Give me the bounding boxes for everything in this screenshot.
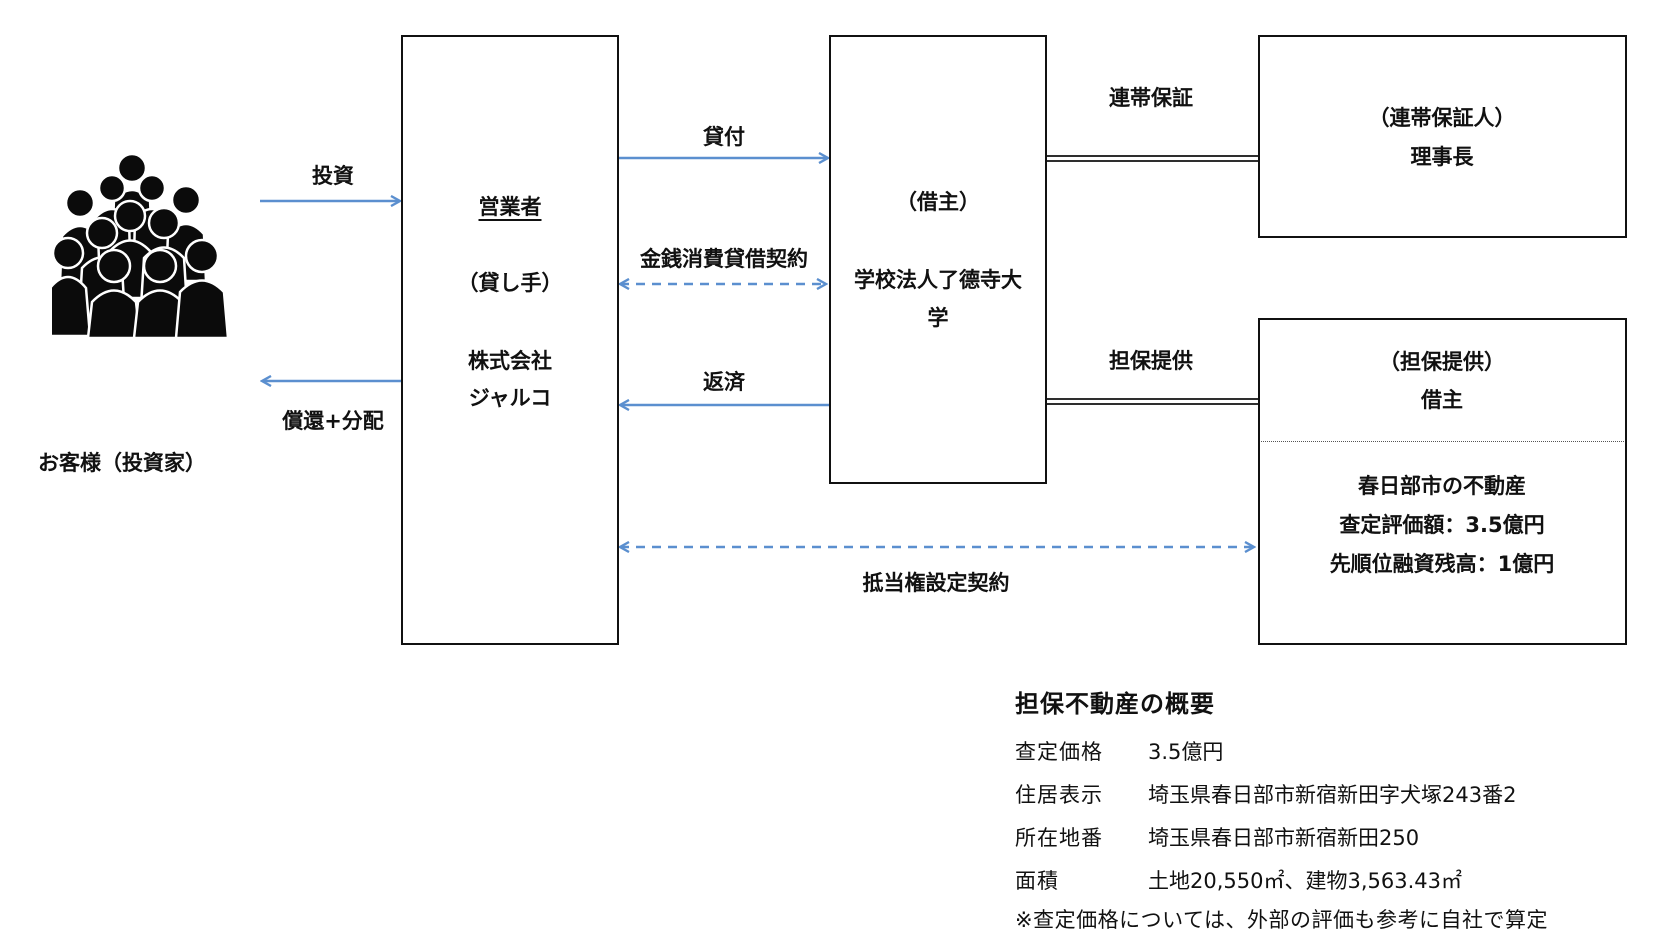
summary-row: 所在地番 埼玉県春日部市新宿新田250	[1015, 815, 1548, 858]
repayment-label: 返済	[703, 370, 745, 394]
appraisal-label: 查定評価額：3.5億円	[1339, 513, 1545, 537]
property-label: 春日部市の不動産	[1358, 474, 1526, 498]
summary-value: 埼玉県春日部市新宿新田250	[1148, 825, 1420, 850]
collateral-provider-box	[1258, 318, 1627, 645]
loan-contract-label: 金銭消費貸借契約	[640, 247, 808, 271]
mortgage-contract-label: 抵当権設定契約	[862, 571, 1010, 595]
lender-sub: （貸し手）	[457, 271, 563, 295]
summary-note: ※查定価格については、外部の評価も参考に自社で算定	[1015, 908, 1549, 932]
borrower-box	[829, 35, 1047, 484]
summary-key: 住居表示	[1015, 782, 1103, 807]
property-summary: 担保不動産の概要 查定価格 3.5億円 住居表示 埼玉県春日部市新宿新田字犬塚2…	[1015, 684, 1548, 937]
summary-value: 埼玉県春日部市新宿新田字犬塚243番2	[1148, 782, 1517, 807]
summary-row: 住居表示 埼玉県春日部市新宿新田字犬塚243番2	[1015, 772, 1548, 815]
borrower-role: （借主）	[896, 190, 980, 214]
lender-name-line1: 株式会社	[468, 349, 552, 373]
guarantee-label: 連帯保証	[1109, 86, 1193, 110]
loan-label: 貸付	[703, 125, 745, 149]
summary-value: 土地20,550㎡、建物3,563.43㎡	[1148, 868, 1462, 893]
summary-row: 面積 土地20,550㎡、建物3,563.43㎡	[1015, 858, 1548, 901]
collateral-provider-name: 借主	[1421, 388, 1463, 412]
guarantor-box	[1258, 35, 1627, 238]
lender-role: 営業者	[478, 195, 542, 219]
repay-distribution-label: 償還+分配	[282, 409, 384, 433]
summary-row: 查定価格 3.5億円	[1015, 729, 1548, 772]
collateral-provider-role: （担保提供）	[1379, 350, 1505, 374]
borrower-name-line2: 学	[927, 306, 949, 330]
guarantor-name: 理事長	[1410, 145, 1474, 169]
summary-key: 面積	[1015, 868, 1059, 893]
lender-box	[401, 35, 619, 645]
borrower-name-line1: 学校法人了德寺大	[854, 268, 1022, 292]
collateral-label: 担保提供	[1109, 349, 1193, 373]
summary-value: 3.5億円	[1148, 739, 1224, 764]
summary-title: 担保不動産の概要	[1015, 690, 1215, 718]
summary-key: 所在地番	[1015, 825, 1103, 850]
lender-name-line2: ジャルコ	[468, 386, 552, 410]
crowd-icon	[52, 152, 228, 338]
investors-label: お客様（投資家）	[38, 451, 206, 475]
invest-label: 投資	[312, 164, 354, 188]
collateral-divider	[1261, 441, 1624, 442]
summary-key: 查定価格	[1015, 739, 1103, 764]
guarantor-role: （連帯保証人）	[1368, 106, 1516, 130]
senior-balance-label: 先順位融資残高：1億円	[1329, 552, 1555, 576]
